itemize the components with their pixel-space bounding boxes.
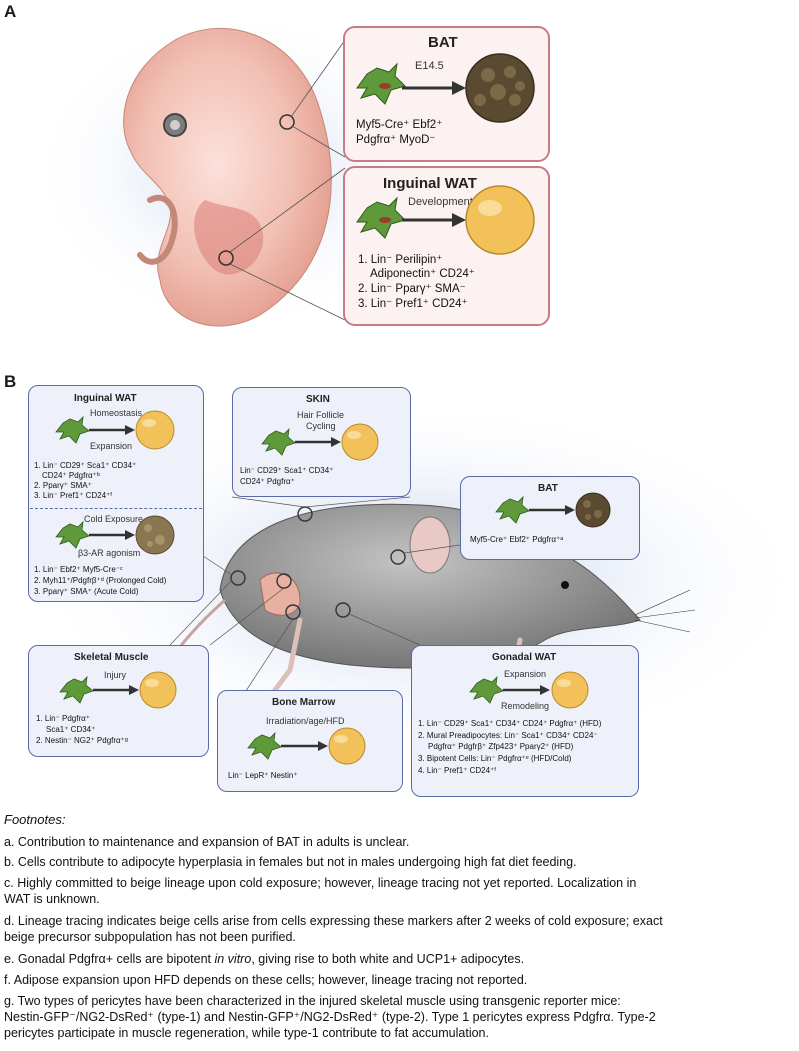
panel-b-gonadal-marker-5: 4. Lin⁻ Pref1⁺ CD24⁺ᶠ: [418, 766, 497, 775]
panel-a-inguinal-differentiation: [356, 185, 535, 255]
footnote-g-line1: g. Two types of pericytes have been char…: [4, 994, 621, 1008]
panel-b-marrow-differentiation: [247, 727, 366, 765]
panel-b-skin-marker-2: CD24⁺ Pdgfrα⁺: [240, 477, 295, 486]
panel-b-marrow-box: [217, 690, 403, 792]
panel-a-inguinal-stage: Development: [408, 196, 473, 208]
footnotes-heading: Footnotes:: [4, 812, 66, 827]
panel-b-marrow-title: Bone Marrow: [272, 697, 336, 708]
panel-a-bat-title: BAT: [428, 34, 458, 51]
footnote-e-italic: in vitro: [214, 952, 252, 966]
panel-b-letter: B: [4, 372, 17, 391]
panel-b-bat-markers: Myf5-Cre⁺ Ebf2⁺ Pdgfrα⁺ᵃ: [470, 535, 564, 544]
panel-b-inguinal-homeostasis: Homeostasis: [90, 408, 143, 418]
panel-b-inguinal-expansion: Expansion: [90, 441, 133, 451]
panel-b-inguinal-bottom-differentiation: [55, 515, 175, 555]
panel-b-marrow-label: Irradiation/age/HFD: [266, 716, 345, 726]
panel-a-inguinal-title: Inguinal WAT: [383, 175, 477, 192]
footnote-c-line1: c. Highly committed to beige lineage upo…: [4, 876, 637, 890]
panel-b-inguinal-cold: Cold Exposure: [84, 514, 144, 524]
panel-b-skin-differentiation: [261, 423, 379, 461]
panel-b-inguinal-bottom-marker-1: 1. Lin⁻ Ebf2⁺ Myf5-Cre⁻ᶜ: [34, 565, 123, 574]
panel-b-skin-label-1: Hair Follicle: [297, 410, 345, 420]
footnote-g-line2: Nestin-GFP⁻/NG2-DsRed⁺ (type-1) and Nest…: [4, 1010, 656, 1024]
footnote-e-post: , giving rise to both white and UCP1+ ad…: [251, 952, 525, 966]
footnote-e-pre: e. Gonadal Pdgfrα+ cells are bipotent: [4, 952, 215, 966]
panel-b-gonadal-marker-2: 2. Mural Preadipocytes: Lin⁻ Sca1⁺ CD34⁺…: [418, 731, 598, 740]
panel-b-marrow-markers: Lin⁻ LepR⁺ Nestin⁺: [228, 771, 298, 780]
footnote-a: a. Contribution to maintenance and expan…: [4, 835, 410, 849]
footnote-b: b. Cells contribute to adipocyte hyperpl…: [4, 855, 577, 869]
panel-b-inguinal-bottom-marker-3: 3. Pparγ⁺ SMA⁺ (Acute Cold): [34, 587, 139, 596]
panel-b-skin-label-2: Cycling: [306, 421, 336, 431]
panel-b-muscle-differentiation: [59, 671, 177, 709]
panel-b-inguinal-agonism: β3-AR agonism: [78, 548, 141, 558]
panel-a-bat-marker-1: Myf5-Cre⁺ Ebf2⁺: [356, 119, 443, 131]
panel-b-muscle-marker-1: 1. Lin⁻ Pdgfrα⁺: [36, 714, 90, 723]
panel-b-inguinal-top-marker-4: 3. Lin⁻ Pref1⁺ CD24⁺ᶠ: [34, 491, 113, 500]
panel-b-inguinal-top-marker-1: 1. Lin⁻ CD29⁺ Sca1⁺ CD34⁺: [34, 461, 137, 470]
panel-a-letter: A: [4, 2, 17, 21]
footnote-c-line2: WAT is unknown.: [4, 892, 100, 906]
panel-b-gonadal-box: [411, 645, 639, 797]
panel-b-skin-marker-1: Lin⁻ CD29⁺ Sca1⁺ CD34⁺: [240, 466, 334, 475]
panel-a-inguinal-marker-3: 2. Lin⁻ Pparγ⁺ SMA⁻: [358, 283, 466, 295]
panel-a-inguinal-marker-4: 3. Lin⁻ Pref1⁺ CD24⁺: [358, 298, 468, 310]
footnote-d-line1: d. Lineage tracing indicates beige cells…: [4, 914, 663, 928]
panel-b-inguinal-top-differentiation: [55, 410, 175, 450]
panel-b-muscle-title: Skeletal Muscle: [74, 652, 149, 663]
panel-b-gonadal-differentiation: [469, 671, 589, 709]
panel-a-bat-stage: E14.5: [415, 60, 444, 72]
panel-b-muscle-box: [28, 645, 209, 757]
panel-b-gonadal-remodeling: Remodeling: [501, 701, 550, 711]
panel-a-bat-marker-2: Pdgfrα⁺ MyoD⁻: [356, 134, 436, 146]
panel-b-inguinal-title: Inguinal WAT: [74, 393, 137, 404]
panel-b-bat-differentiation: [495, 492, 611, 528]
footnote-d-line2: beige precursor subpopulation has not be…: [4, 930, 296, 944]
panel-b-inguinal-divider: [30, 508, 202, 509]
panel-b-gonadal-marker-3: Pdgfrα⁺ Pdgfrβ⁺ Zfp423⁺ Pparγ2⁺ (HFD): [428, 742, 574, 751]
panel-b-inguinal-top-marker-3: 2. Pparγ⁺ SMA⁺: [34, 481, 92, 490]
panel-b-gonadal-marker-4: 3. Bipotent Cells: Lin⁻ Pdgfrα⁺ᵉ (HFD/Co…: [418, 754, 572, 763]
panel-b-gonadal-expansion: Expansion: [504, 669, 547, 679]
panel-b-muscle-marker-2: Sca1⁺ CD34⁺: [46, 725, 96, 734]
panel-b-inguinal-bottom-marker-2: 2. Myh11⁺/Pdgfrβ⁺ᵈ (Prolonged Cold): [34, 576, 167, 585]
panel-b-bat-box: [460, 476, 640, 560]
panel-b-gonadal-title: Gonadal WAT: [492, 652, 557, 663]
panel-a-inguinal-marker-2: Adiponectin⁺ CD24⁺: [370, 268, 475, 280]
footnote-g-line3: pericytes participate in muscle regenera…: [4, 1026, 489, 1040]
panel-b-muscle-label: Injury: [104, 670, 127, 680]
panel-b-inguinal-box: [28, 385, 204, 602]
panel-b-muscle-marker-3: 2. Nestin⁻ NG2⁺ Pdgfrα⁺ᵍ: [36, 736, 128, 745]
footnote-e: e. Gonadal Pdgfrα+ cells are bipotent in…: [4, 951, 524, 967]
panel-a-inguinal-marker-1: 1. Lin⁻ Perilipin⁺: [358, 254, 443, 266]
panel-b-skin-title: SKIN: [306, 394, 330, 405]
panel-b-gonadal-marker-1: 1. Lin⁻ CD29⁺ Sca1⁺ CD34⁺ CD24⁺ Pdgfrα⁺ …: [418, 719, 602, 728]
panel-b-bat-title: BAT: [538, 483, 558, 494]
footnote-f: f. Adipose expansion upon HFD depends on…: [4, 973, 528, 987]
panel-a-bat-differentiation: [356, 53, 535, 123]
panel-b-inguinal-top-marker-2: CD24⁺ Pdgfrα⁺ᵇ: [42, 471, 100, 480]
